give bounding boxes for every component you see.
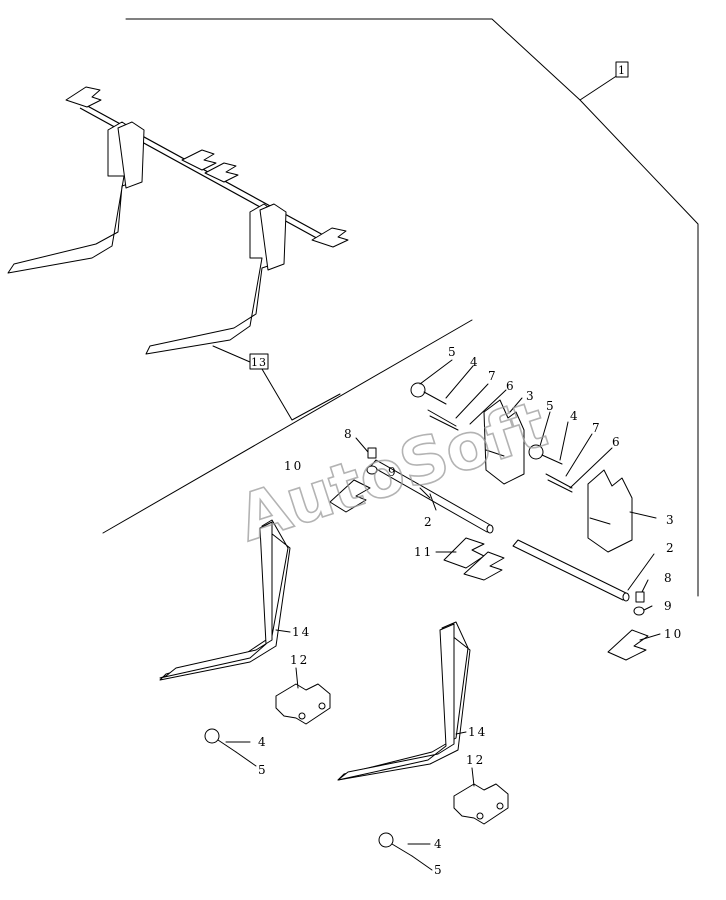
shank-14-left <box>159 519 291 681</box>
callout-3b: 3 <box>666 513 676 527</box>
rod-lower <box>512 539 630 602</box>
callout-9b: 9 <box>664 599 674 613</box>
small-pin-upper <box>427 409 459 431</box>
callout-labels: 2 2 3 3 4 4 4 4 5 5 5 5 6 6 7 7 8 8 9 9 … <box>258 345 683 877</box>
callout-14b: 14 <box>468 725 487 739</box>
shank-14-right <box>337 621 471 781</box>
leader-lines <box>225 359 661 871</box>
callout-5a: 5 <box>448 345 458 359</box>
callout-4c: 4 <box>258 735 268 749</box>
callout-6b: 6 <box>612 435 622 449</box>
bolt-washer-lower <box>633 591 645 616</box>
callout-12a: 12 <box>290 653 309 667</box>
callout-5d: 5 <box>434 863 444 877</box>
assembly-ref-box-13: 13 <box>212 345 341 421</box>
callout-2b: 2 <box>666 541 676 555</box>
small-pin-lower <box>545 473 573 493</box>
bracket-12-upper <box>275 683 331 725</box>
callout-7b: 7 <box>592 421 602 435</box>
callout-4a: 4 <box>470 355 480 369</box>
callout-14a: 14 <box>292 625 311 639</box>
callout-4b: 4 <box>570 409 580 423</box>
bolt-washer-upper <box>366 447 378 475</box>
pin-with-ring-d <box>378 832 413 857</box>
assembly-ref-1: 1 <box>618 64 626 77</box>
callout-7a: 7 <box>488 369 498 383</box>
callout-10a: 10 <box>284 459 303 473</box>
callout-10b: 10 <box>664 627 683 641</box>
assembly-ref-13: 13 <box>251 356 267 369</box>
pin-with-ring-a <box>410 382 447 405</box>
callout-2a: 2 <box>424 515 434 529</box>
pin-with-ring-c <box>204 728 237 753</box>
callout-8a: 8 <box>344 427 354 441</box>
clip-10-upper <box>329 479 371 513</box>
callout-12b: 12 <box>466 753 485 767</box>
callout-5b: 5 <box>546 399 556 413</box>
bracket-plate-lower <box>587 469 633 553</box>
callout-6a: 6 <box>506 379 516 393</box>
rod-upper <box>370 459 494 534</box>
clip-10-lower <box>607 629 649 661</box>
bracket-plate-upper <box>483 399 525 485</box>
assembly-ref-box-1: 1 <box>615 61 629 78</box>
clip-11 <box>443 537 505 581</box>
callout-8b: 8 <box>664 571 674 585</box>
watermark-text: AutoSoft <box>230 388 555 557</box>
callout-3a: 3 <box>526 389 536 403</box>
pin-with-ring-b <box>528 444 563 465</box>
callout-11: 11 <box>414 545 433 559</box>
bracket-12-lower <box>453 783 509 825</box>
callout-4d: 4 <box>434 837 444 851</box>
assembly-boundary-lines <box>102 18 699 597</box>
callout-9a: 9 <box>388 465 398 479</box>
callout-5c: 5 <box>258 763 268 777</box>
assembled-shank-unit <box>7 86 349 355</box>
